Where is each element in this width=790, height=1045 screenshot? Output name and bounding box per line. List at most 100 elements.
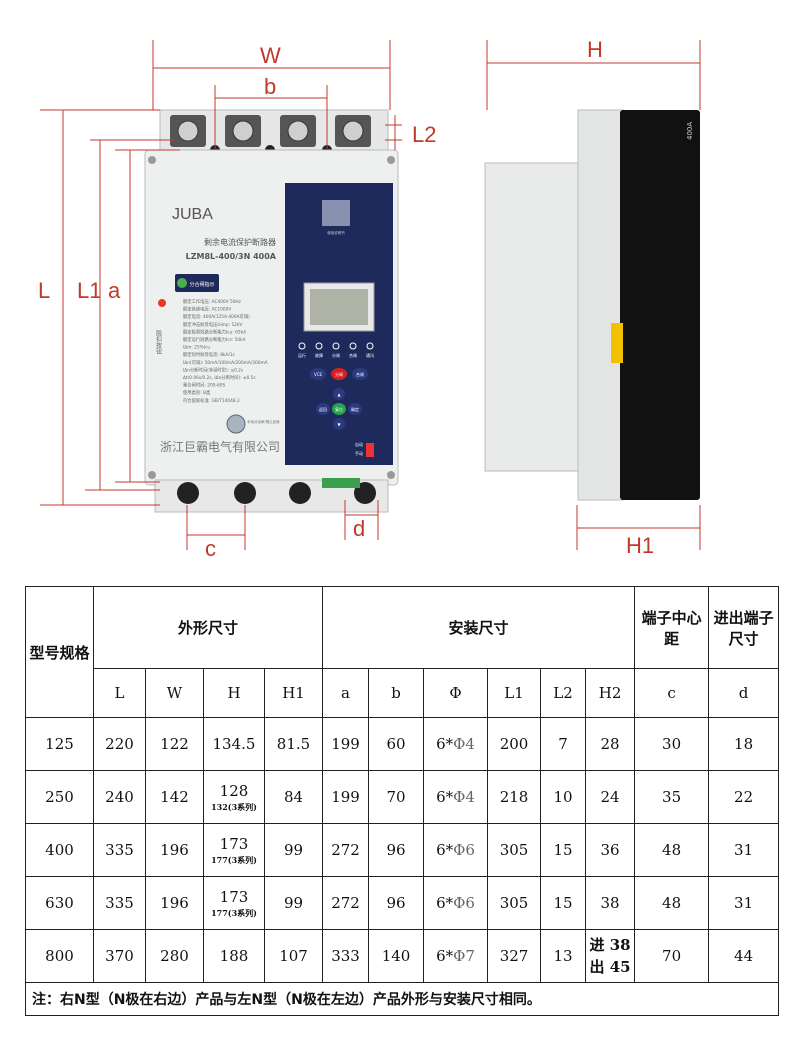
cell-value: 134.5 [212,735,256,753]
cell-c: 30 [634,717,710,771]
cell-l1: 200 [487,717,542,771]
column-header: H [203,668,265,718]
cell-subvalue: 出 45 [589,958,631,976]
up-key[interactable] [333,388,345,400]
cell-value: 38 [600,894,620,912]
led-2 [332,342,340,350]
cell-l: 370 [93,929,146,983]
header-terminal-size: 进出端子尺寸 [708,586,780,669]
cell-h2: 38 [585,876,636,930]
cell-d: 31 [708,823,780,877]
cell-model: 250 [25,770,94,824]
cell-w: 280 [145,929,204,983]
led-4 [366,342,374,350]
cell-value: 28 [600,735,620,753]
svg-text:确定: 确定 [351,406,359,412]
cell-h2: 24 [585,770,636,824]
rating-line: 额定短时耐受电流: 8kA/1s [183,351,236,358]
cell-value: 188 [219,947,249,965]
qr-caption: 使用说明书 [327,230,345,235]
cell-a: 333 [322,929,370,983]
cell-l1: 305 [487,823,542,877]
cell-h1: 84 [263,770,324,824]
rating-line: 符合国家标准: GB/T14048.2 [183,397,240,404]
cell-model: 630 [25,876,94,930]
hole-count: 6* [436,947,454,965]
confirm-key[interactable] [348,403,362,415]
cell-phi: 6*Φ7 [423,929,489,983]
dim-W: W [260,43,281,68]
cell-h1: 99 [263,823,324,877]
cell-w: 196 [145,876,204,930]
column-header: b [368,668,425,718]
qr-code [322,200,350,226]
cell-c: 48 [634,876,710,930]
cell-d: 31 [708,876,780,930]
svg-text:合闸: 合闸 [356,371,364,377]
svg-text:▼: ▼ [337,422,341,427]
cell-subvalue: 177(3系列) [211,907,257,918]
manufacturer: 浙江巨霸电气有限公司 [160,439,280,454]
product-name: 剩余电流保护断路器 [204,237,276,247]
cell-b: 70 [368,770,425,824]
led-label: 故障 [315,352,323,358]
hole-count: 6* [436,841,454,859]
cell-model: 400 [25,823,94,877]
cell-b: 96 [368,876,425,930]
close-key[interactable] [352,368,368,380]
cell-phi: 6*Φ6 [423,876,489,930]
dimension-lines [40,40,701,550]
column-header: L2 [540,668,587,718]
cell-l: 335 [93,876,146,930]
led-3 [349,342,357,350]
cell-w: 142 [145,770,204,824]
column-header: a [322,668,370,718]
cell-h1: 81.5 [263,717,324,771]
led-label: 分闸 [332,352,340,358]
side-rating-label: 400A [686,122,694,140]
open-close-indicator: 分合闸指示 [189,281,214,288]
lcd-display [310,289,368,325]
hole-diameter: Φ4 [453,788,475,806]
down-key[interactable] [333,418,345,430]
led-0 [298,342,306,350]
cell-d: 44 [708,929,780,983]
column-header: Φ [423,668,489,718]
manual-knob[interactable] [226,414,246,434]
back-key[interactable] [316,403,330,415]
reset-key[interactable] [332,403,346,415]
rating-line: 额定电流: 400A(125A-400A可调) [183,313,250,320]
cell-l1: 305 [487,876,542,930]
dim-L1: L1 [77,278,101,303]
dim-c: c [205,536,216,561]
dim-H: H [587,37,603,62]
cell-b: 60 [368,717,425,771]
cell-a: 272 [322,876,370,930]
cell-h: 134.5 [203,717,265,771]
rating-line: 重合闸时间: 20S-60S [183,382,226,389]
open-key[interactable] [331,368,347,380]
column-header: d [708,668,780,718]
cell-h2: 28 [585,717,636,771]
cell-w: 196 [145,823,204,877]
header-mounting: 安装尺寸 [322,586,636,669]
vce-key[interactable] [310,368,326,380]
auto-manual-switch[interactable] [366,443,374,457]
dim-b: b [264,74,276,99]
rating-line: 额定工作电压: AC400V 50Hz [183,298,242,305]
brand-logo: JUBA [172,206,213,223]
front-view: JUBA 剩余电流保护断路器 LZM8L-400/3N 400A 分合闸指示 脱… [144,109,399,513]
rating-line: IΔm: 25%Icu [183,345,210,351]
cell-l2: 13 [540,929,587,983]
hole-count: 6* [436,788,454,806]
dim-d: d [353,516,365,541]
column-header: L1 [487,668,542,718]
cell-value: 128 [219,781,249,800]
rating-line: Δt(0.06s/0.2s, IΔn分断时间): ≤0.5s [183,374,256,381]
